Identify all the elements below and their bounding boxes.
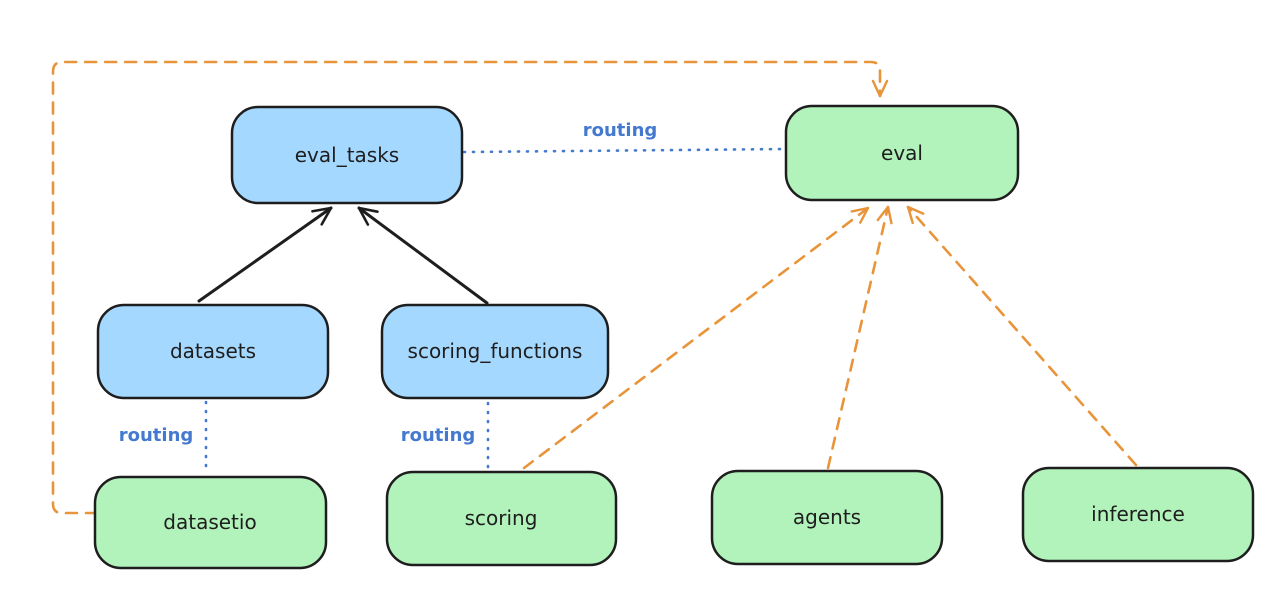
node-inference-box: [1021, 466, 1255, 563]
node-datasetio-box: [93, 475, 328, 570]
node-scoring-functions-box: [380, 303, 610, 400]
edge-scoring-functions-to-eval-tasks: [357, 206, 489, 305]
edge-agents-to-eval: [826, 205, 893, 470]
node-datasets: datasets: [96, 303, 330, 400]
routing-label-top: routing: [583, 120, 658, 141]
node-datasets-label: datasets: [170, 339, 256, 363]
edge-scoring-to-eval: [522, 206, 870, 470]
edge-datasetio-to-eval: [51, 60, 889, 515]
node-eval-label: eval: [881, 141, 923, 165]
node-datasets-box: [96, 303, 330, 400]
routing-label-datasets: routing: [119, 425, 194, 446]
node-eval: eval: [784, 104, 1020, 202]
node-inference: inference: [1021, 466, 1255, 563]
node-agents-label: agents: [793, 505, 861, 529]
node-eval-tasks-label: eval_tasks: [295, 143, 399, 167]
node-eval-box: [784, 104, 1020, 202]
node-scoring-functions: scoring_functions: [380, 303, 610, 400]
node-eval-tasks-box: [230, 105, 464, 205]
node-scoring-label: scoring: [465, 506, 538, 530]
node-scoring-box: [385, 470, 618, 567]
node-inference-label: inference: [1091, 502, 1185, 526]
edge-inference-to-eval: [906, 205, 1138, 467]
node-scoring-functions-label: scoring_functions: [408, 339, 583, 363]
node-datasetio-label: datasetio: [163, 510, 256, 534]
node-eval-tasks: eval_tasks: [230, 105, 464, 205]
edge-datasets-to-eval-tasks: [197, 206, 333, 303]
node-agents-box: [710, 469, 944, 566]
routing-label-scoring: routing: [401, 425, 476, 446]
node-agents: agents: [710, 469, 944, 566]
node-scoring: scoring: [385, 470, 618, 567]
edge-routing-eval-tasks-eval: [462, 147, 787, 154]
node-datasetio: datasetio: [93, 475, 328, 570]
